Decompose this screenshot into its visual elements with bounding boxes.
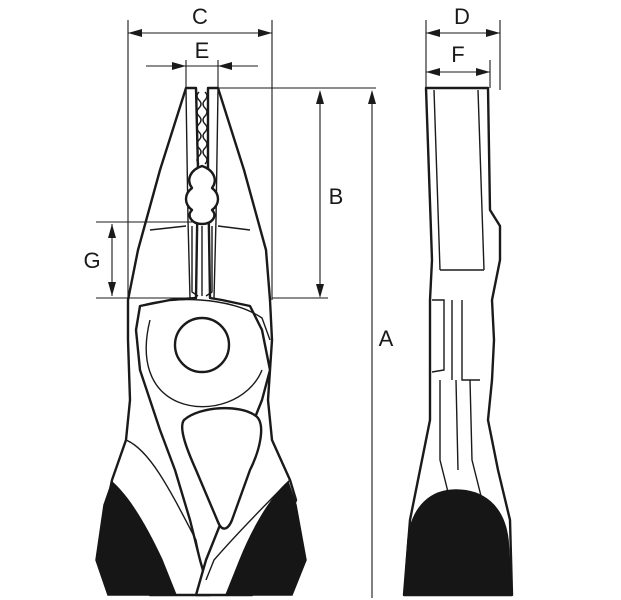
side-joint-left xyxy=(431,299,445,373)
side-handle-mid xyxy=(455,379,459,471)
front-serrated-jaw xyxy=(196,91,208,165)
front-inner-jaw-right xyxy=(217,225,251,231)
front-handle-window xyxy=(181,406,263,530)
side-jaw-line-left xyxy=(433,89,441,271)
dimensions: C E B A G D xyxy=(83,4,501,598)
side-body[interactable] xyxy=(402,86,514,597)
dimension-label-b: B xyxy=(329,184,344,209)
side-view xyxy=(402,86,514,597)
front-right-half xyxy=(194,86,298,597)
side-handle-left xyxy=(439,380,451,501)
front-left-grip[interactable] xyxy=(95,480,178,596)
dimension-label-e: E xyxy=(195,38,210,63)
side-jaw-line-right xyxy=(477,89,485,271)
front-inner-jaw-left xyxy=(149,225,187,231)
dimension-label-f: F xyxy=(451,42,464,67)
front-pipe-grip xyxy=(184,164,220,226)
front-jaw-edge-left xyxy=(185,89,191,299)
side-joint-right xyxy=(461,300,480,381)
pivot-surround xyxy=(145,319,263,408)
dimension-label-g: G xyxy=(83,248,100,273)
dimension-label-c: C xyxy=(192,4,208,29)
front-cutter-right xyxy=(205,226,213,297)
front-jaw-edge-right xyxy=(213,89,219,299)
front-right-grip[interactable] xyxy=(224,480,307,596)
front-joint-plate-edge xyxy=(139,298,271,341)
pivot-rivet xyxy=(173,316,231,374)
side-grip[interactable] xyxy=(403,489,513,596)
side-handle-right xyxy=(469,379,483,501)
dimension-label-a: A xyxy=(379,326,394,351)
front-view xyxy=(95,86,307,597)
front-handle-inner-left xyxy=(125,439,201,561)
front-cutter-left xyxy=(191,226,199,297)
dimension-label-d: D xyxy=(454,4,470,29)
